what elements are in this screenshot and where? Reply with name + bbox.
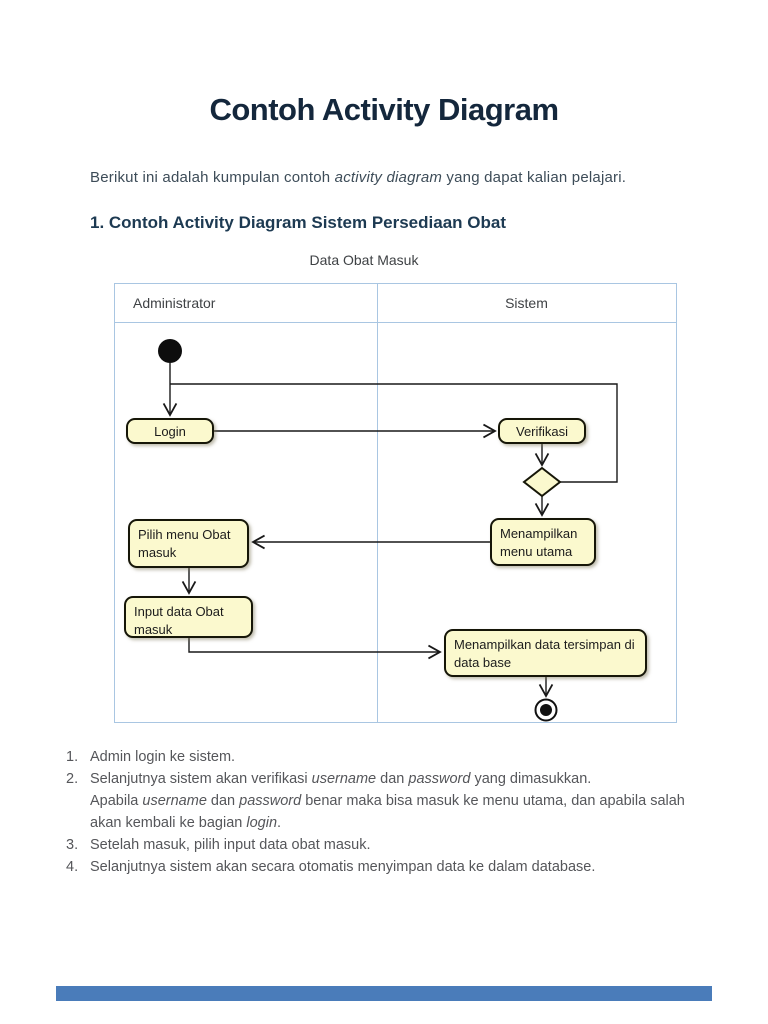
step-text: Selanjutnya sistem akan secara otomatis … — [90, 859, 596, 875]
edge-decision-feedback-loop — [170, 383, 618, 483]
step-number — [66, 812, 90, 834]
step-text: akan kembali ke bagian login. — [90, 815, 282, 831]
step-number: 3. — [66, 837, 79, 853]
step-text: Admin login ke sistem. — [90, 749, 236, 765]
activity-node-input-data-obat-masuk: Input data Obat masuk — [124, 596, 253, 638]
diagram-caption: Data Obat Masuk — [309, 252, 419, 268]
activity-node-menampilkan-data-tersimpan: Menampilkan data tersimpan di data base — [444, 629, 647, 677]
lane-label-administrator: Administrator — [133, 295, 216, 311]
step-number — [66, 790, 90, 812]
section-heading: 1. Contoh Activity Diagram Sistem Persed… — [90, 213, 506, 232]
step-number: 1. — [66, 749, 79, 765]
step-item-2-continuation-2: akan kembali ke bagian login. — [66, 812, 731, 834]
final-node-core — [540, 704, 552, 716]
edge-input-data-to-tersimpan — [188, 638, 442, 660]
intro-paragraph: Berikut ini adalah kumpulan contoh activ… — [90, 169, 627, 186]
steps-list: 1. Admin login ke sistem. 2. Selanjutnya… — [66, 746, 731, 878]
step-item-3: 3. Setelah masuk, pilih input data obat … — [66, 834, 731, 856]
activity-diagram-swimlane: Administrator Sistem — [114, 283, 677, 723]
footer-bar — [56, 986, 712, 1001]
activity-node-menampilkan-menu-utama: Menampilkan menu utama — [490, 518, 596, 566]
step-text: Apabila username dan password benar maka… — [90, 793, 685, 809]
initial-node — [158, 339, 182, 363]
lane-label-sistem: Sistem — [505, 295, 548, 311]
step-item-2-continuation-1: Apabila username dan password benar maka… — [66, 790, 731, 812]
page-title: Contoh Activity Diagram — [209, 92, 559, 127]
swimlane-divider — [377, 284, 378, 722]
activity-node-pilih-menu-obat-masuk: Pilih menu Obat masuk — [128, 519, 249, 568]
step-number: 4. — [66, 859, 79, 875]
activity-node-login: Login — [126, 418, 214, 444]
swimlane-header-row — [115, 284, 676, 323]
step-item-4: 4. Selanjutnya sistem akan secara otomat… — [66, 856, 731, 878]
decision-diamond — [522, 466, 562, 498]
activity-node-verifikasi: Verifikasi — [498, 418, 586, 444]
step-item-2: 2. Selanjutnya sistem akan verifikasi us… — [66, 768, 731, 790]
step-text: Setelah masuk, pilih input data obat mas… — [90, 837, 371, 853]
step-text: Selanjutnya sistem akan verifikasi usern… — [90, 771, 592, 787]
step-item-1: 1. Admin login ke sistem. — [66, 746, 731, 768]
diagram-connectors — [158, 339, 618, 722]
step-number: 2. — [66, 771, 79, 787]
